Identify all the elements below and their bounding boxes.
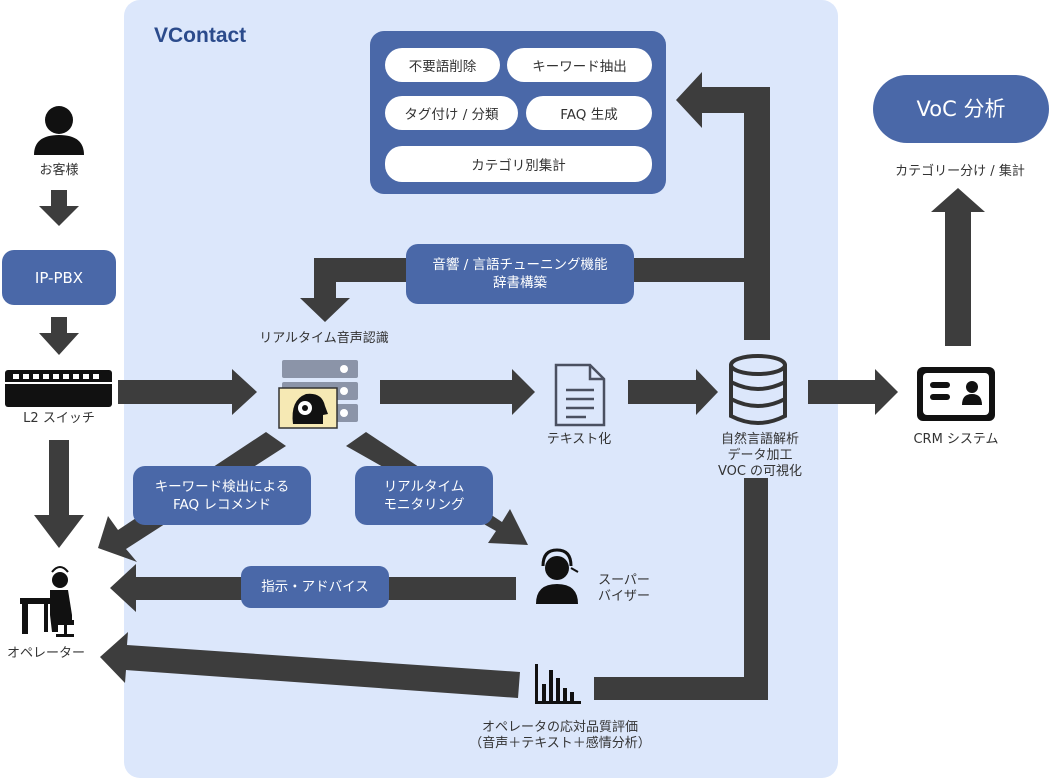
supervisor-headset-icon bbox=[536, 548, 579, 604]
arrow-recognition-to-text bbox=[380, 369, 535, 415]
arrow-customer-to-ippbx bbox=[39, 190, 79, 226]
server-speech-icon bbox=[278, 360, 358, 429]
arrow-text-to-db bbox=[628, 369, 718, 415]
evaluation-line-2: （音声＋テキスト＋感情分析） bbox=[469, 736, 651, 751]
feature-tagging: タグ付け / 分類 bbox=[385, 96, 518, 130]
text-label: テキスト化 bbox=[546, 432, 612, 447]
advice-label: 指示・アドバイス bbox=[261, 579, 369, 595]
arrow-db-to-crm bbox=[808, 369, 898, 415]
db-label-line-2: データ加工 bbox=[727, 448, 793, 463]
operator-label: オペレーター bbox=[6, 646, 85, 661]
supervisor-label: スーパー バイザー bbox=[586, 573, 662, 605]
voc-sub-label: カテゴリー分け / 集計 bbox=[895, 164, 1025, 179]
faq-recommend-pill: キーワード検出による FAQ レコメンド bbox=[133, 466, 311, 525]
database-icon bbox=[729, 354, 787, 425]
db-label: 自然言語解析 データ加工 VOC の可視化 bbox=[698, 432, 822, 480]
operator-desk-icon bbox=[20, 566, 74, 637]
evaluation-line-1: オペレータの応対品質評価 bbox=[481, 720, 638, 735]
feature-faq-generate: FAQ 生成 bbox=[526, 96, 652, 130]
db-label-line-3: VOC の可視化 bbox=[717, 464, 803, 479]
recognition-label: リアルタイム音声認識 bbox=[259, 331, 389, 346]
customer-person-icon bbox=[34, 106, 84, 155]
supervisor-line-1: スーパー bbox=[598, 573, 650, 588]
arrow-ippbx-to-switch bbox=[39, 317, 79, 355]
arrow-db-to-features bbox=[676, 72, 770, 340]
monitoring-line-2: モニタリング bbox=[383, 496, 465, 513]
vcontact-title: VContact bbox=[154, 24, 247, 47]
tuning-pill: 音響 / 言語チューニング機能 辞書構築 bbox=[406, 244, 634, 304]
monitoring-pill: リアルタイム モニタリング bbox=[355, 466, 493, 525]
faq-line-2: FAQ レコメンド bbox=[173, 496, 271, 513]
db-label-line-1: 自然言語解析 bbox=[720, 432, 799, 447]
faq-line-1: キーワード検出による bbox=[154, 478, 290, 495]
ippbx-label: IP-PBX bbox=[34, 268, 84, 287]
arrow-switch-to-operator bbox=[34, 440, 84, 548]
arrow-db-to-evaluation bbox=[594, 478, 768, 700]
crm-label: CRM システム bbox=[913, 432, 999, 447]
ippbx-node: IP-PBX bbox=[2, 250, 116, 305]
bar-chart-icon bbox=[535, 664, 581, 704]
supervisor-line-2: バイザー bbox=[597, 589, 650, 604]
tuning-line-1: 音響 / 言語チューニング機能 bbox=[432, 257, 608, 273]
evaluation-label: オペレータの応対品質評価 （音声＋テキスト＋感情分析） bbox=[452, 720, 668, 752]
crm-card-icon bbox=[917, 367, 995, 421]
monitoring-line-1: リアルタイム bbox=[383, 478, 465, 495]
feature-keyword-extract: キーワード抽出 bbox=[507, 48, 652, 82]
feature-remove-unneeded: 不要語削除 bbox=[385, 48, 500, 82]
feature-category-count: カテゴリ別集計 bbox=[385, 146, 652, 182]
voc-label: VoC 分析 bbox=[916, 97, 1006, 121]
tuning-line-2: 辞書構築 bbox=[493, 275, 547, 291]
customer-label: お客様 bbox=[39, 163, 79, 178]
arrow-crm-to-voc bbox=[931, 188, 985, 346]
arrow-evaluation-to-operator bbox=[100, 632, 520, 698]
document-icon bbox=[554, 363, 606, 427]
advice-pill: 指示・アドバイス bbox=[241, 566, 389, 608]
arrow-switch-to-recognition bbox=[118, 369, 257, 415]
switch-icon bbox=[5, 370, 112, 407]
l2switch-label: L2 スイッチ bbox=[23, 411, 95, 426]
voc-node: VoC 分析 bbox=[873, 75, 1049, 143]
